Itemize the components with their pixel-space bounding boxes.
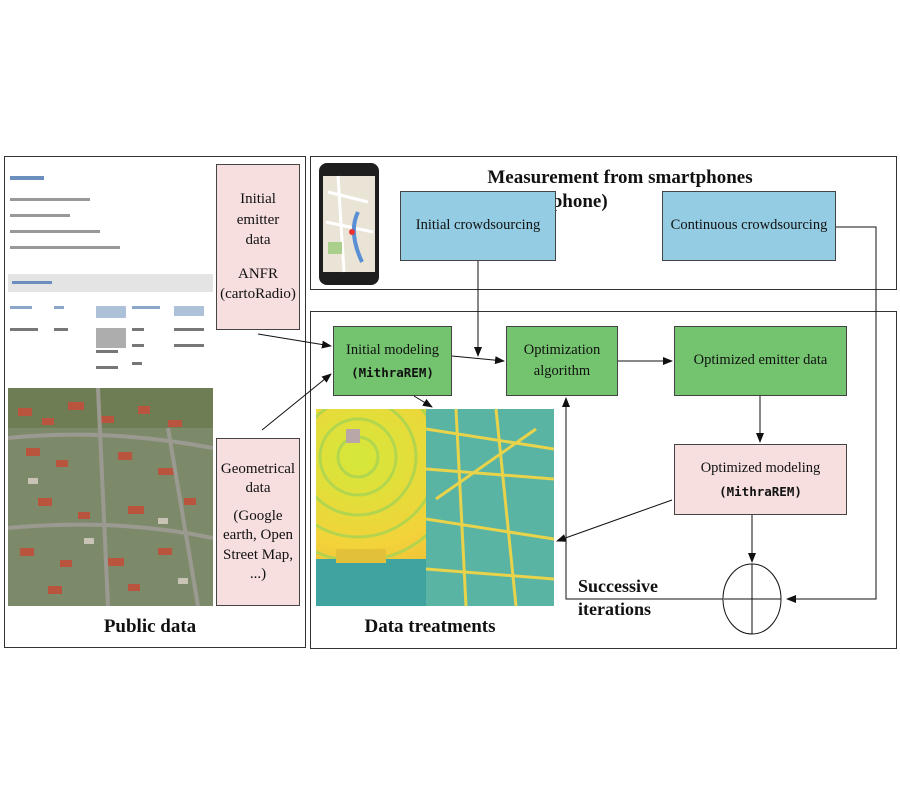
public-data-title: Public data (103, 616, 197, 637)
optimization-l1: Optimization (523, 341, 601, 358)
smartphone-image (318, 162, 380, 286)
optimization-l2: algorithm (533, 363, 591, 379)
successive-l2: iterations (578, 599, 651, 620)
initial-modeling-l1: Initial modeling (345, 341, 440, 358)
geometrical-l1: Geometrical (220, 460, 296, 477)
treatment-panel (310, 311, 897, 649)
aerial-photo-image (8, 388, 213, 606)
geometrical-data-box: Geometrical data (Google earth, Open Str… (216, 438, 300, 606)
initial-modeling-l2: (MithraREM) (351, 365, 434, 381)
initial-emitter-l5: (cartoRadio) (220, 286, 296, 303)
measurement-title-l1: Measurement from smartphones (487, 167, 753, 188)
successive-l1: Successive (578, 576, 658, 596)
initial-emitter-l1: Initial (240, 191, 276, 208)
initial-emitter-l4: ANFR (237, 266, 278, 283)
data-treatments-title: Data treatments (364, 616, 496, 637)
smartphone-icon (319, 163, 379, 285)
aerial-photo (8, 388, 213, 606)
optimization-algorithm-box: Optimization algorithm (506, 326, 618, 396)
initial-emitter-data-box: Initial emitter data ANFR (cartoRadio) (216, 164, 300, 330)
anfr-screenshot-image (8, 176, 213, 369)
simulation-map (316, 409, 554, 606)
optimized-modeling-box: Optimized modeling (MithraREM) (674, 444, 847, 515)
geometrical-l2: data (245, 480, 271, 496)
continuous-crowdsourcing-box: Continuous crowdsourcing (662, 191, 836, 261)
successive-iterations-label: Successive iterations (578, 575, 678, 622)
initial-modeling-box: Initial modeling (MithraREM) (333, 326, 452, 396)
initial-emitter-l3: data (245, 231, 271, 248)
geometrical-l5: Street Map, (223, 546, 293, 563)
initial-emitter-l2: emitter (236, 211, 280, 228)
optimized-modeling-l1: Optimized modeling (700, 460, 821, 477)
optimized-modeling-l2: (MithraREM) (719, 483, 802, 499)
geometrical-l3: (Google (233, 507, 283, 524)
simulation-map-image (316, 409, 554, 606)
geometrical-l4: earth, Open (223, 527, 293, 543)
initial-crowdsourcing-box: Initial crowdsourcing (400, 191, 556, 261)
optimized-emitter-box: Optimized emitter data (674, 326, 847, 396)
anfr-screenshot (8, 162, 213, 384)
geometrical-l6: ...) (249, 566, 267, 582)
measurement-panel (310, 156, 897, 290)
